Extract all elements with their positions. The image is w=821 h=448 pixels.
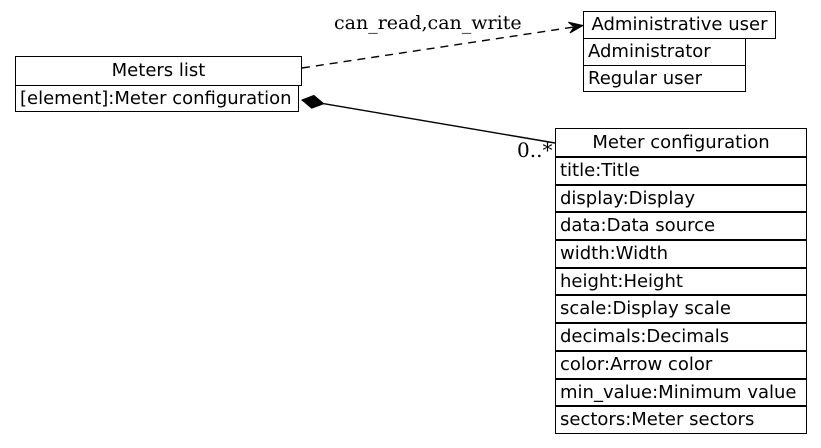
edge-label-permissions: can_read,can_write [334, 12, 522, 34]
aggregation-diamond-icon [301, 94, 325, 109]
node-meter-configuration-title: Meter configuration [555, 128, 807, 157]
node-meter-configuration-row: display:Display [555, 185, 807, 212]
node-meter-configuration-row: min_value:Minimum value [555, 379, 807, 406]
node-administrative-user-title: Administrative user [583, 11, 776, 39]
node-meter-configuration-row: data:Data source [555, 212, 807, 240]
node-meters-list-attribute: [element]:Meter configuration [15, 85, 299, 112]
node-administrative-user-row: Regular user [583, 65, 746, 92]
permissions-edge-line [301, 26, 575, 69]
node-meter-configuration-row: title:Title [555, 157, 807, 185]
aggregation-edge-line [317, 102, 556, 144]
edge-label-multiplicity: 0..* [517, 138, 553, 162]
node-meter-configuration-row: color:Arrow color [555, 351, 807, 379]
node-meter-configuration-row: sectors:Meter sectors [555, 406, 807, 434]
node-administrative-user-row: Administrator [583, 38, 746, 66]
node-meter-configuration-row: scale:Display scale [555, 295, 807, 323]
arrowhead-icon [568, 21, 585, 34]
node-meter-configuration-row: decimals:Decimals [555, 323, 807, 351]
node-meter-configuration-row: width:Width [555, 240, 807, 268]
node-meter-configuration-row: height:Height [555, 268, 807, 295]
node-meters-list-title: Meters list [15, 56, 302, 86]
